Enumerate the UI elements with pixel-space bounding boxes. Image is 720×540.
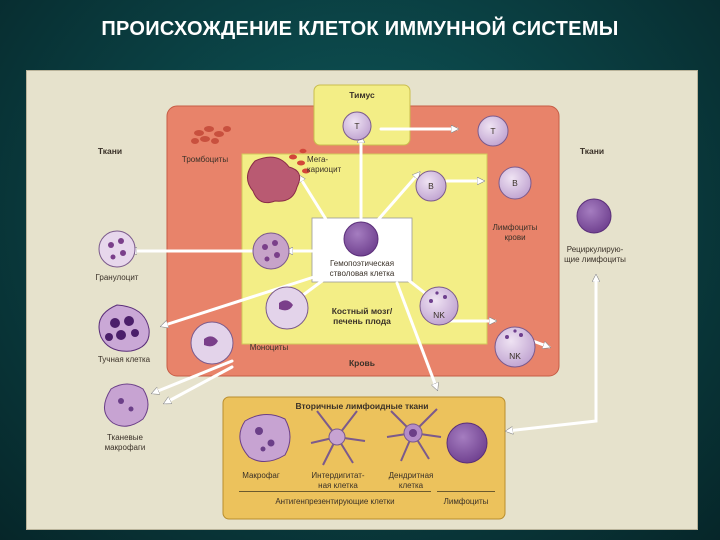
tissue-macrophages-label-1: Тканевые [107,433,143,442]
lymphocytes-label: Лимфоциты [443,497,489,506]
blood-nk-letter: NK [509,351,521,361]
apc-label: Антигенпрезентирующие клетки [275,497,395,506]
megakaryocyte-label-2: кариоцит [307,165,342,174]
interdigitating-label-2: ная клетка [318,481,358,490]
megakaryocyte-label-1: Мега- [307,155,329,164]
marrow-nk-letter: NK [433,310,445,320]
marrow-nk-cell [419,286,459,326]
stem-cell-label-1: Гемопоэтическая [329,259,395,268]
stem-cell [343,221,379,257]
platelets-cluster [191,126,231,144]
mast-cell-label: Тучная клетка [97,355,151,364]
tissue-macrophage [104,383,149,427]
immune-cell-origin-diagram: Тимус Ткани Ткани Кровь Костный мозг/ пе… [26,70,698,530]
recirculating-label-2: щие лимфоциты [564,255,626,264]
thymus-t-letter: T [354,121,360,131]
marrow-b-letter: B [428,181,434,191]
blood-lymphocytes-label-1: Лимфоциты [492,223,538,232]
blood-t-letter: T [490,126,496,136]
thymus-label: Тимус [349,90,375,100]
interdigitating-label-1: Интердигитат- [311,471,365,480]
tissue-granulocyte [98,230,136,268]
thymus-t-cell [342,111,372,141]
mast-cell [98,304,150,352]
blood-b-cell [498,166,532,200]
lymph-bracket [437,491,495,492]
blood-t-cell [477,115,509,147]
apc-bracket [239,491,431,492]
granulocyte-label: Гранулоцит [95,273,139,282]
monocytes-label: Моноциты [249,343,289,352]
marrow-granulocyte [252,232,290,270]
recirculating-label-1: Рециркулирую- [566,245,624,254]
tissue-macrophages-label-2: макрофаги [104,443,146,452]
megakaryocyte [247,156,301,204]
blood-label: Кровь [348,358,376,368]
diagram-canvas [98,84,612,520]
dendritic-label-1: Дендритная [388,471,434,480]
bone-marrow-label-2: печень плода [333,316,391,326]
bone-marrow-label-1: Костный мозг/ [331,306,393,316]
secondary-macrophage [239,414,291,462]
arrows [131,129,596,431]
recirculating-lymphocyte [576,198,612,234]
tissues-left-label: Ткани [97,146,123,156]
marrow-b-cell [415,170,447,202]
platelets-label: Тромбоциты [181,155,229,164]
secondary-lymphocyte [446,422,488,464]
page-title: ПРОИСХОЖДЕНИЕ КЛЕТОК ИММУННОЙ СИСТЕМЫ [101,18,619,40]
blood-lymphocytes-label-2: крови [504,233,526,242]
blood-nk-cell [494,326,536,368]
dendritic-label-2: клетка [398,481,424,490]
macrophage-label: Макрофаг [242,471,280,480]
blood-b-letter: B [512,178,518,188]
tissues-right-label: Ткани [579,146,605,156]
secondary-lymphoid-label: Вторичные лимфоидные ткани [295,401,429,411]
stem-cell-label-2: стволовая клетка [329,269,395,278]
secondary-lymphoid-zone [222,396,506,520]
